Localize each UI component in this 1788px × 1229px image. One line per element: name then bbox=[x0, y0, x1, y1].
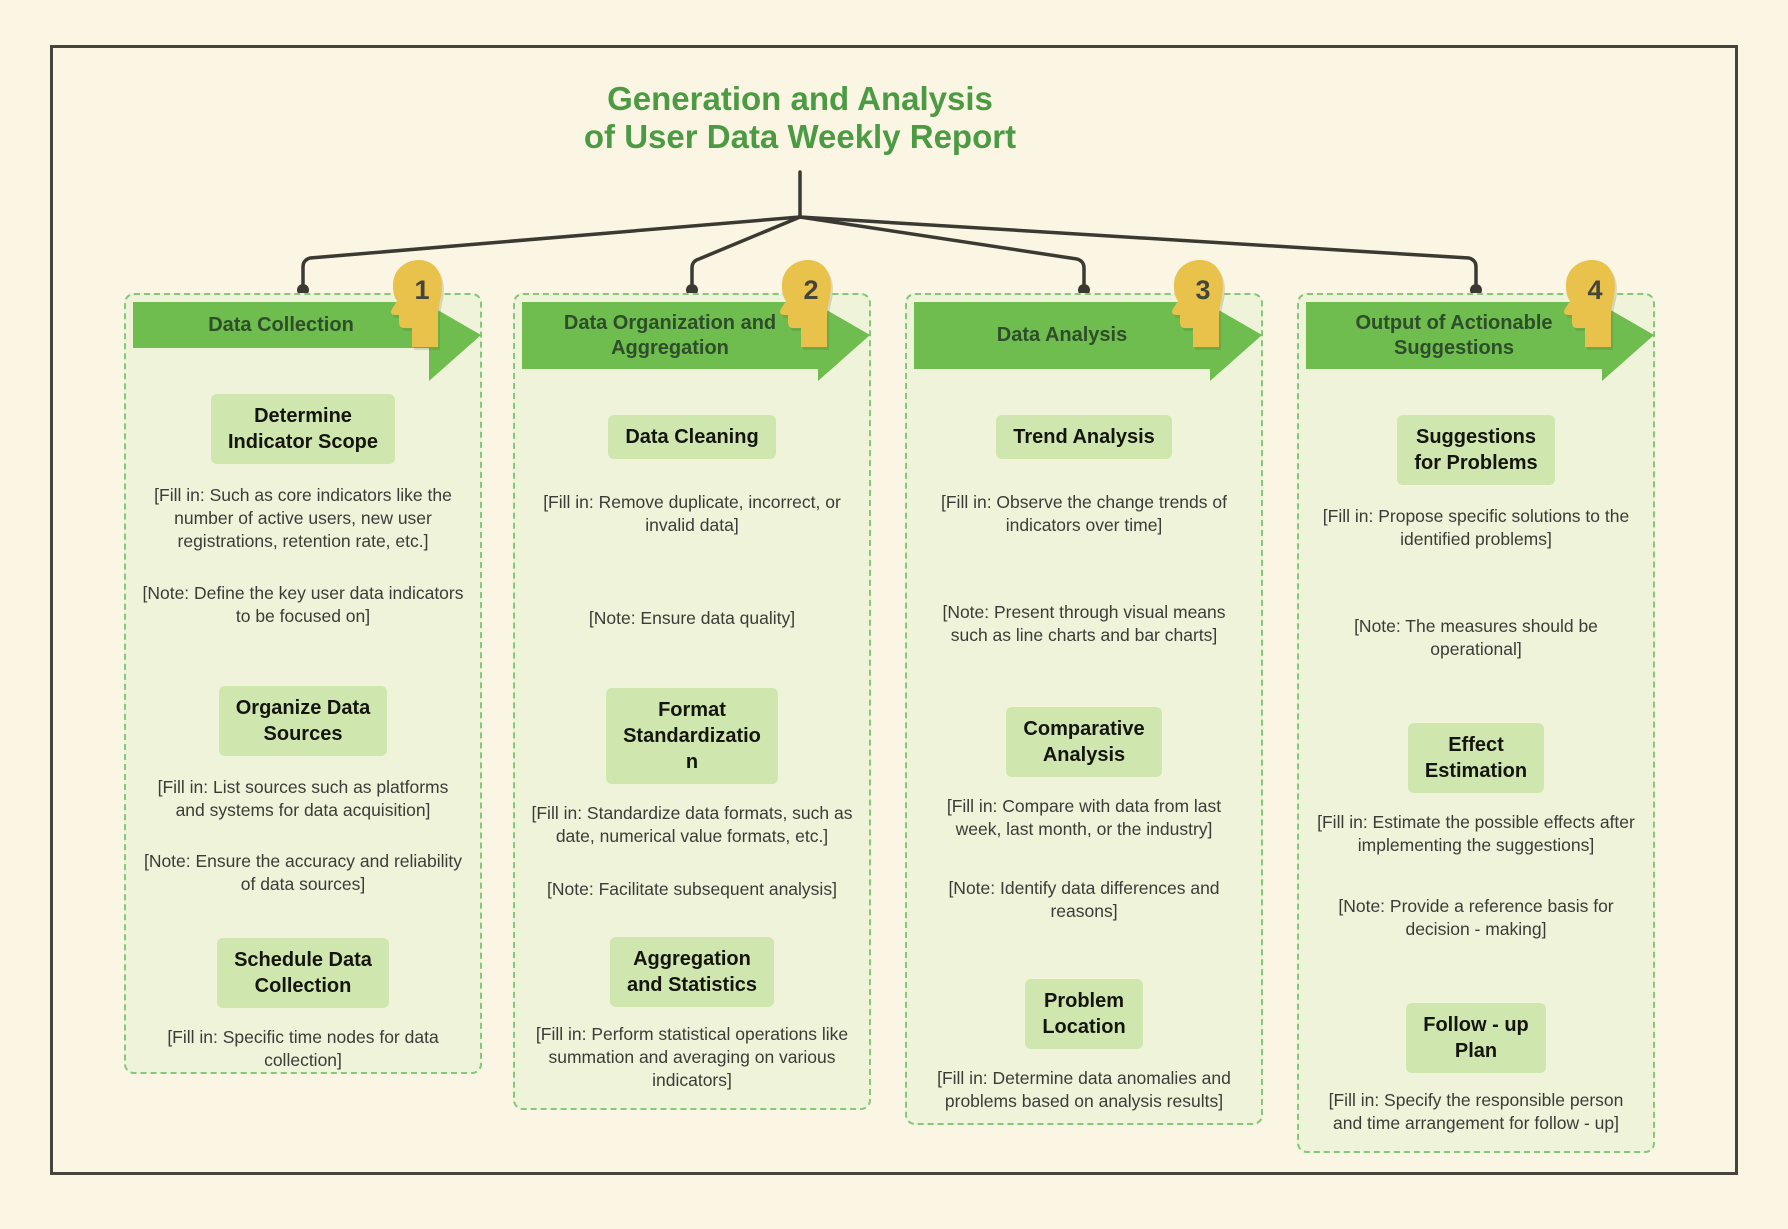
step-2-number: 2 bbox=[803, 275, 818, 305]
column-2-header-label: Data Organization and Aggregation bbox=[563, 311, 777, 359]
note-text[interactable]: [Note: Ensure data quality] bbox=[588, 608, 796, 628]
column-output-actionable-suggestions: Output of Actionable Suggestions 4 Sugge… bbox=[1297, 260, 1655, 1153]
node-trend-analysis[interactable]: Trend Analysis bbox=[996, 415, 1172, 459]
column-4-header-banner[interactable]: Output of Actionable Suggestions 4 bbox=[1306, 260, 1654, 381]
column-4-header-label: Output of Actionable Suggestions bbox=[1355, 311, 1553, 359]
column-1-header-label: Data Collection bbox=[208, 313, 354, 336]
fill-in-text[interactable]: [Fill in: List sources such as platforms… bbox=[157, 777, 449, 820]
step-4-number: 4 bbox=[1587, 275, 1602, 305]
note-text[interactable]: [Note: Present through visual means such… bbox=[942, 602, 1226, 645]
column-data-analysis: Data Analysis 3 Trend Analysis [Fill in:… bbox=[905, 260, 1263, 1125]
node-follow-up-plan[interactable]: Follow - up Plan bbox=[1406, 1003, 1546, 1073]
fill-in-text[interactable]: [Fill in: Observe the change trends of i… bbox=[941, 492, 1227, 535]
fill-in-text[interactable]: [Fill in: Specific time nodes for data c… bbox=[167, 1027, 439, 1070]
column-data-collection: Data Collection 1 Determine Indicator Sc… bbox=[124, 260, 482, 1074]
note-text[interactable]: [Note: Facilitate subsequent analysis] bbox=[547, 879, 837, 899]
outer-border bbox=[50, 45, 1738, 1175]
column-3-header-label: Data Analysis bbox=[996, 324, 1128, 346]
node-data-cleaning[interactable]: Data Cleaning bbox=[608, 415, 776, 459]
column-1-header-banner[interactable]: Data Collection 1 bbox=[133, 260, 481, 381]
fill-in-text[interactable]: [Fill in: Perform statistical operations… bbox=[535, 1024, 849, 1090]
node-comparative-analysis[interactable]: Comparative Analysis bbox=[1006, 707, 1162, 777]
note-text[interactable]: [Note: Define the key user data indicato… bbox=[142, 583, 464, 626]
connector-to-column-2 bbox=[690, 215, 802, 291]
node-determine-indicator-scope[interactable]: Determine Indicator Scope bbox=[210, 394, 396, 464]
connector-to-column-1 bbox=[301, 215, 802, 291]
column-2-header-banner[interactable]: Data Organization and Aggregation 2 bbox=[522, 260, 870, 381]
node-suggestions-for-problems[interactable]: Suggestions for Problems bbox=[1397, 415, 1555, 485]
step-3-head-badge-icon: 3 bbox=[1172, 260, 1223, 347]
node-problem-location[interactable]: Problem Location bbox=[1025, 979, 1143, 1049]
fill-in-text[interactable]: [Fill in: Compare with data from last we… bbox=[946, 796, 1222, 839]
step-1-head-badge-icon: 1 bbox=[391, 260, 442, 347]
fill-in-text[interactable]: [Fill in: Estimate the possible effects … bbox=[1317, 812, 1635, 855]
step-3-number: 3 bbox=[1195, 275, 1210, 305]
column-data-organization-aggregation: Data Organization and Aggregation 2 Data… bbox=[513, 260, 871, 1110]
column-3-header-banner[interactable]: Data Analysis 3 bbox=[914, 260, 1262, 381]
fill-in-text[interactable]: [Fill in: Standardize data formats, such… bbox=[531, 803, 853, 846]
note-text[interactable]: [Note: Provide a reference basis for dec… bbox=[1338, 896, 1614, 939]
node-effect-estimation[interactable]: Effect Estimation bbox=[1407, 723, 1545, 793]
step-2-head-badge-icon: 2 bbox=[780, 260, 831, 347]
fill-in-text[interactable]: [Fill in: Specify the responsible person… bbox=[1328, 1090, 1624, 1133]
node-organize-data-sources[interactable]: Organize Data Sources bbox=[218, 686, 388, 756]
fill-in-text[interactable]: [Fill in: Determine data anomalies and p… bbox=[937, 1068, 1231, 1111]
step-1-number: 1 bbox=[414, 275, 429, 305]
connector-to-column-4 bbox=[798, 215, 1478, 291]
root-topic[interactable]: Generation and Analysis of User Data Wee… bbox=[583, 80, 1017, 155]
fill-in-text[interactable]: [Fill in: Remove duplicate, incorrect, o… bbox=[543, 492, 841, 535]
connector-to-column-3 bbox=[798, 215, 1086, 291]
node-aggregation-and-statistics[interactable]: Aggregation and Statistics bbox=[609, 937, 775, 1007]
fill-in-text[interactable]: [Fill in: Propose specific solutions to … bbox=[1322, 506, 1630, 549]
fill-in-text[interactable]: [Fill in: Such as core indicators like t… bbox=[154, 485, 452, 551]
step-4-head-badge-icon: 4 bbox=[1564, 260, 1615, 347]
note-text[interactable]: [Note: Ensure the accuracy and reliabili… bbox=[143, 851, 463, 894]
node-schedule-data-collection[interactable]: Schedule Data Collection bbox=[217, 938, 389, 1008]
note-text[interactable]: [Note: The measures should be operationa… bbox=[1354, 616, 1598, 659]
node-format-standardization[interactable]: Format Standardizatio n bbox=[606, 688, 778, 784]
note-text[interactable]: [Note: Identify data differences and rea… bbox=[948, 878, 1220, 921]
